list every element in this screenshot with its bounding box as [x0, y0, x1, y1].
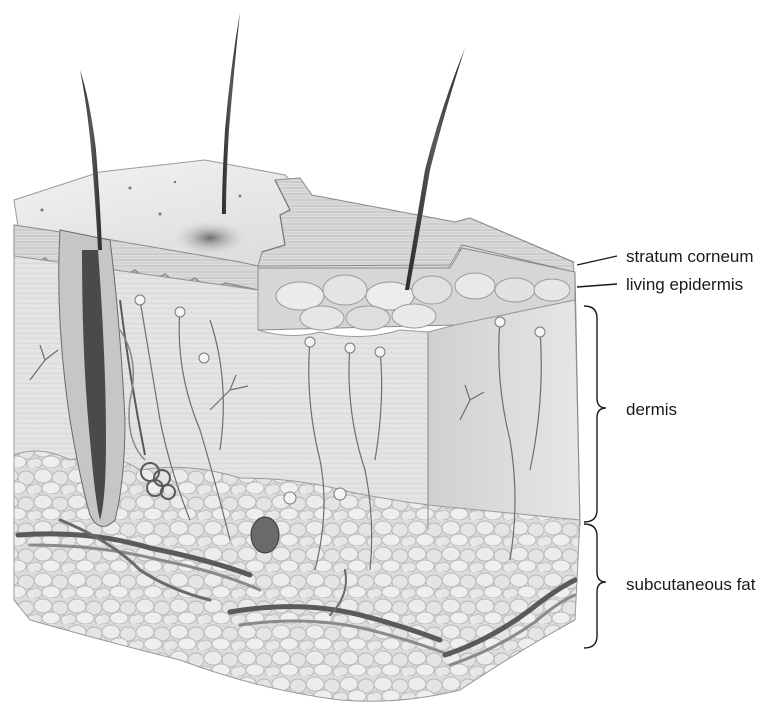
subcutaneous-fat-brace	[584, 524, 606, 648]
label-leader-lines	[577, 256, 617, 287]
dermis-brace	[584, 306, 606, 522]
label-stratum-corneum: stratum corneum	[626, 247, 754, 267]
label-living-epidermis: living epidermis	[626, 275, 743, 295]
label-subcutaneous-fat: subcutaneous fat	[626, 575, 755, 595]
nerve-tangle	[251, 517, 279, 553]
label-dermis: dermis	[626, 400, 677, 420]
dermis-side-face	[428, 300, 580, 530]
